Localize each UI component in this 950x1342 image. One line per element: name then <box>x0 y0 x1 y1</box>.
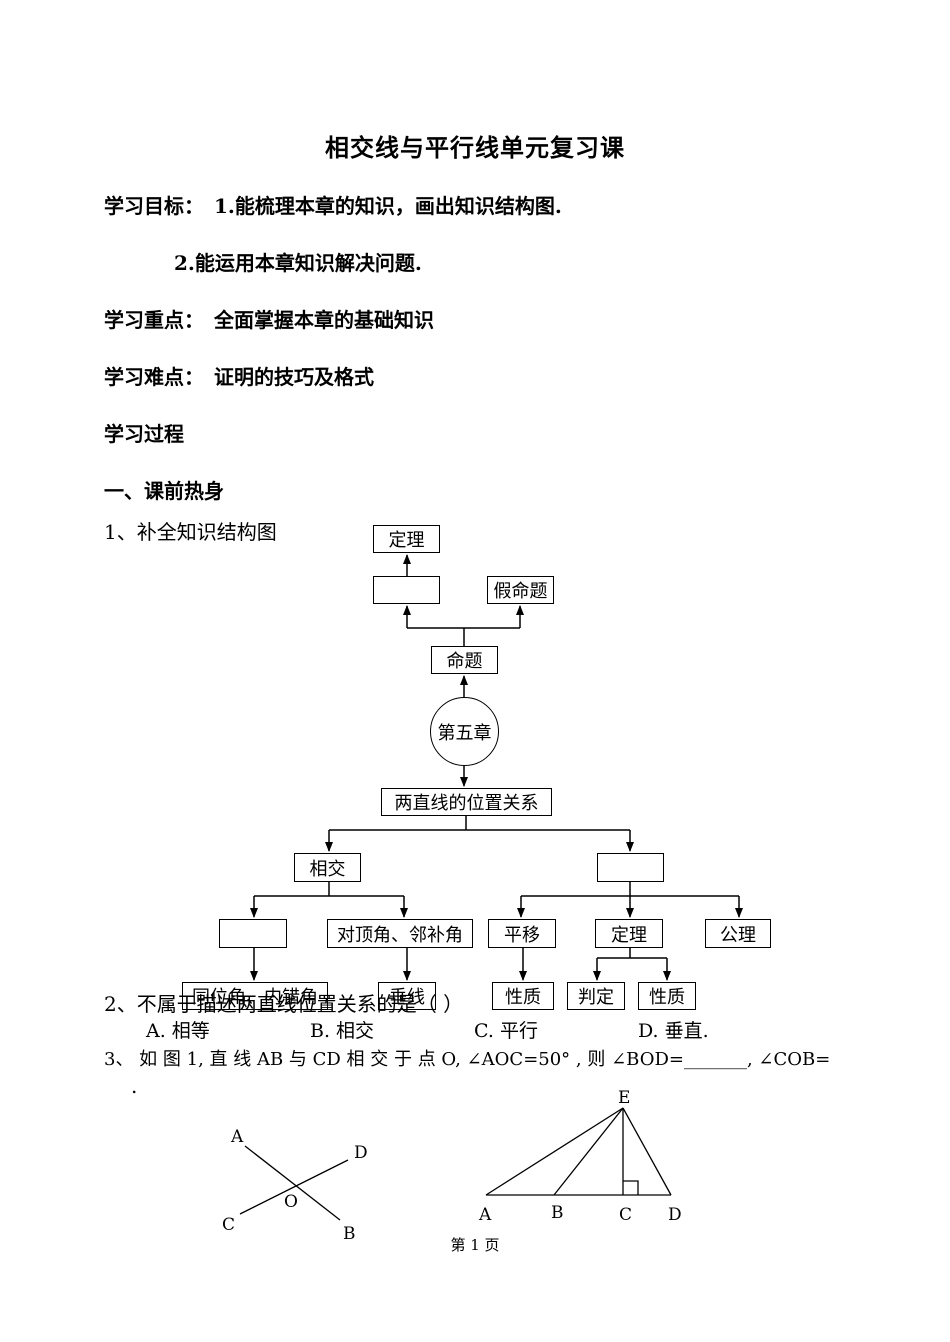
objectives-label: 学习目标： <box>104 194 204 218</box>
node-theorem-top: 定理 <box>373 525 440 553</box>
node-chapter-five: 第五章 <box>430 697 499 766</box>
question-3-tail: . <box>131 1074 138 1098</box>
objective-item-2: 2.能运用本章知识解决问题. <box>174 251 422 275</box>
question-3-stem: 3、 如 图 1, 直 线 AB 与 CD 相 交 于 点 O, ∠AOC=50… <box>104 1049 831 1070</box>
section-1-heading: 一、课前热身 <box>104 479 224 503</box>
q2-option-d[interactable]: D. 垂直. <box>638 1020 709 1042</box>
process-heading: 学习过程 <box>104 422 184 446</box>
question-2-stem: 2、不属于描述两直线位置关系的是（ ） <box>104 992 464 1016</box>
node-property-translation: 性质 <box>492 982 554 1010</box>
difficulty-label: 学习难点： <box>104 365 204 389</box>
node-corresponding-angles: 同位角、内错角 <box>182 982 328 1010</box>
fig1-label-a: A <box>231 1127 244 1147</box>
fig1-label-d: D <box>354 1143 368 1163</box>
node-proposition: 命题 <box>431 646 498 674</box>
node-judgement: 判定 <box>567 982 625 1010</box>
question-1: 1、补全知识结构图 <box>104 520 277 544</box>
objective-item-1: 1.能梳理本章的知识，画出知识结构图. <box>214 194 562 218</box>
node-axiom: 公理 <box>705 919 771 948</box>
page-title: 相交线与平行线单元复习课 <box>325 133 625 162</box>
fig2-label-b: B <box>551 1203 564 1223</box>
node-translation: 平移 <box>488 919 556 948</box>
node-blank-parallel[interactable] <box>597 853 664 882</box>
q2-option-b[interactable]: B. 相交 <box>310 1020 375 1042</box>
fig1-label-o: O <box>284 1192 298 1212</box>
difficulty-text: 证明的技巧及格式 <box>214 365 374 389</box>
node-vertical-adjacent-angles: 对顶角、邻补角 <box>327 919 473 948</box>
fig2-label-c: C <box>619 1205 633 1225</box>
node-false-proposition: 假命题 <box>487 576 554 604</box>
q2-option-c[interactable]: C. 平行 <box>474 1020 538 1042</box>
fig1-label-c: C <box>222 1215 236 1235</box>
keypoint-text: 全面掌握本章的基础知识 <box>214 308 434 332</box>
q2-option-a[interactable]: A. 相等 <box>146 1020 210 1042</box>
fig2-label-d: D <box>668 1205 682 1225</box>
node-property: 性质 <box>638 982 696 1010</box>
node-theorem: 定理 <box>595 919 663 948</box>
fig1-label-b: B <box>343 1224 356 1244</box>
page-footer: 第 1 页 <box>450 1236 500 1254</box>
keypoint-label: 学习重点： <box>104 308 204 332</box>
node-perpendicular: 垂线 <box>378 982 436 1010</box>
node-two-lines-relation: 两直线的位置关系 <box>381 788 552 816</box>
node-intersect: 相交 <box>294 853 361 882</box>
node-blank-left[interactable] <box>219 919 287 948</box>
node-blank-true-proposition[interactable] <box>373 576 440 604</box>
fig2-label-a: A <box>479 1205 492 1225</box>
fig2-label-e: E <box>618 1088 631 1108</box>
